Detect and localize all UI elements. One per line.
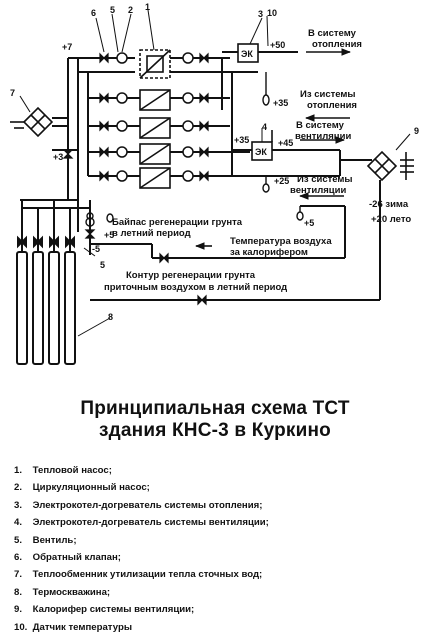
legend-item: 10. Датчик температуры (14, 619, 424, 636)
air-temp-line2: за калорифером (230, 247, 308, 258)
sewage-heat-exchanger (10, 106, 54, 138)
legend-item-text: Датчик температуры (32, 621, 133, 633)
legend-item: 7. Теплообменник утилизации тепла сточны… (14, 566, 424, 583)
callout-10: 10 (267, 8, 277, 18)
legend-item-text: Циркуляционный насос; (32, 482, 150, 494)
heat-pump-unit-3 (139, 117, 171, 139)
legend-item-text: Обратный клапан; (32, 551, 121, 563)
legend-item-number: 8. (14, 586, 23, 598)
temp-plus45: +45 (278, 138, 293, 148)
to-heating-line2: отопления (312, 39, 362, 50)
to-ventilation-line2: вентиляции (295, 131, 351, 142)
legend-item-number: 4. (14, 517, 23, 529)
callout-5-bottom: 5 (100, 260, 105, 270)
callout-3: 3 (258, 9, 263, 19)
heat-pump-unit-2 (139, 89, 171, 111)
temp-plus7: +7 (62, 42, 72, 52)
heat-pump-unit-4 (139, 143, 171, 165)
temperature-labels: +7 +3 +50 +35 +35 +45 +25 +5 +5 -5 (53, 40, 314, 254)
callout-2: 2 (128, 5, 133, 15)
valves (62, 52, 209, 306)
heat-pump-scheme-diagram: 6 5 2 1 3 10 7 4 5 8 9 ЭК ЭК +7 +3 +50 +… (10, 2, 419, 365)
legend-item-text: Электрокотел-догреватель системы вентиля… (32, 517, 269, 529)
page-title-line2: здания КНС-3 в Куркино (99, 420, 331, 441)
bypass-line2: в летний период (112, 228, 191, 239)
temperature-sensors (106, 72, 304, 223)
legend-item-number: 3. (14, 499, 23, 511)
legend-item: 4. Электрокотел-догреватель системы вент… (14, 514, 424, 531)
legend-item-text: Термоскважина; (32, 586, 111, 598)
legend-item-text: Вентиль; (32, 534, 77, 546)
winter-temp: -26 зима (369, 199, 409, 210)
legend-item: 6. Обратный клапан; (14, 549, 424, 566)
bypass-line1: Байпас регенерации грунта (112, 217, 243, 228)
callout-6: 6 (91, 8, 96, 18)
legend-item-text: Калорифер системы вентиляции; (32, 604, 195, 616)
legend-item: 1. Тепловой насос; (14, 462, 424, 479)
legend-item-number: 1. (14, 465, 23, 476)
summer-temp: +20 лето (371, 214, 411, 225)
legend-item-number: 10. (14, 621, 28, 633)
check-valves (85, 212, 95, 227)
ventilation-calorifer (366, 150, 414, 182)
legend-item: 9. Калорифер системы вентиляции; (14, 601, 424, 618)
from-heating-line1: Из системы (300, 89, 356, 100)
callout-numbers: 6 5 2 1 3 10 7 4 5 8 9 (10, 2, 419, 322)
callout-7: 7 (10, 88, 15, 98)
temp-minus5: -5 (92, 244, 100, 254)
temp-plus25: +25 (274, 176, 289, 186)
temp-plus5-b: +5 (104, 230, 114, 240)
callout-5-top: 5 (110, 5, 115, 15)
callout-4: 4 (262, 122, 267, 132)
callout-leaders (19, 9, 411, 337)
callout-1: 1 (145, 2, 150, 12)
from-ventilation-line1: Из системы (297, 174, 353, 185)
from-heating-line2: отопления (307, 100, 357, 111)
thermo-wells (16, 232, 76, 365)
air-temp-line1: Температура воздуха (230, 236, 332, 247)
contour-line1: Контур регенерации грунта (126, 270, 256, 281)
legend-item-number: 7. (14, 569, 23, 581)
page-title-line1: Принципиальная схема ТСТ (80, 398, 350, 419)
temp-plus35-mid: +35 (234, 135, 249, 145)
heat-pump-unit-5 (139, 167, 171, 189)
legend-item: 8. Термоскважина; (14, 584, 424, 601)
temp-plus3: +3 (53, 152, 63, 162)
callout-8: 8 (108, 312, 113, 322)
legend-item: 5. Вентиль; (14, 532, 424, 549)
circulation-pumps (116, 52, 194, 182)
legend-item-number: 9. (14, 604, 23, 616)
heat-pump-units (139, 49, 171, 189)
electric-boilers (237, 43, 273, 161)
heating-boiler (237, 43, 259, 63)
temp-plus5-a: +5 (304, 218, 314, 228)
contour-line2: приточным воздухом в летний период (104, 282, 287, 293)
callout-9: 9 (414, 126, 419, 136)
ek-label-ventilation: ЭК (255, 147, 267, 157)
legend-item: 3. Электрокотел-догреватель системы отоп… (14, 497, 424, 514)
legend-item-number: 6. (14, 551, 23, 563)
legend-item-text: Теплообменник утилизации тепла сточных в… (32, 569, 263, 581)
temp-plus50: +50 (270, 40, 285, 50)
flow-arrows (195, 48, 351, 250)
to-heating-line1: В систему (308, 28, 357, 39)
legend-list: 1. Тепловой насос;2. Циркуляционный насо… (14, 462, 424, 636)
legend-item: 2. Циркуляционный насос; (14, 479, 424, 496)
ek-label-heating: ЭК (241, 49, 253, 59)
flow-labels: В систему отопления Из системы отопления… (104, 28, 411, 293)
temp-plus35-top: +35 (273, 98, 288, 108)
heat-pump-unit-1 (139, 49, 171, 79)
legend-item-text: Тепловой насос; (32, 465, 112, 476)
legend-item-text: Электрокотел-догреватель системы отоплен… (32, 499, 263, 511)
legend-item-number: 2. (14, 482, 23, 494)
legend-item-number: 5. (14, 534, 23, 546)
from-ventilation-line2: вентиляции (290, 185, 346, 196)
to-ventilation-line1: В систему (296, 120, 345, 131)
